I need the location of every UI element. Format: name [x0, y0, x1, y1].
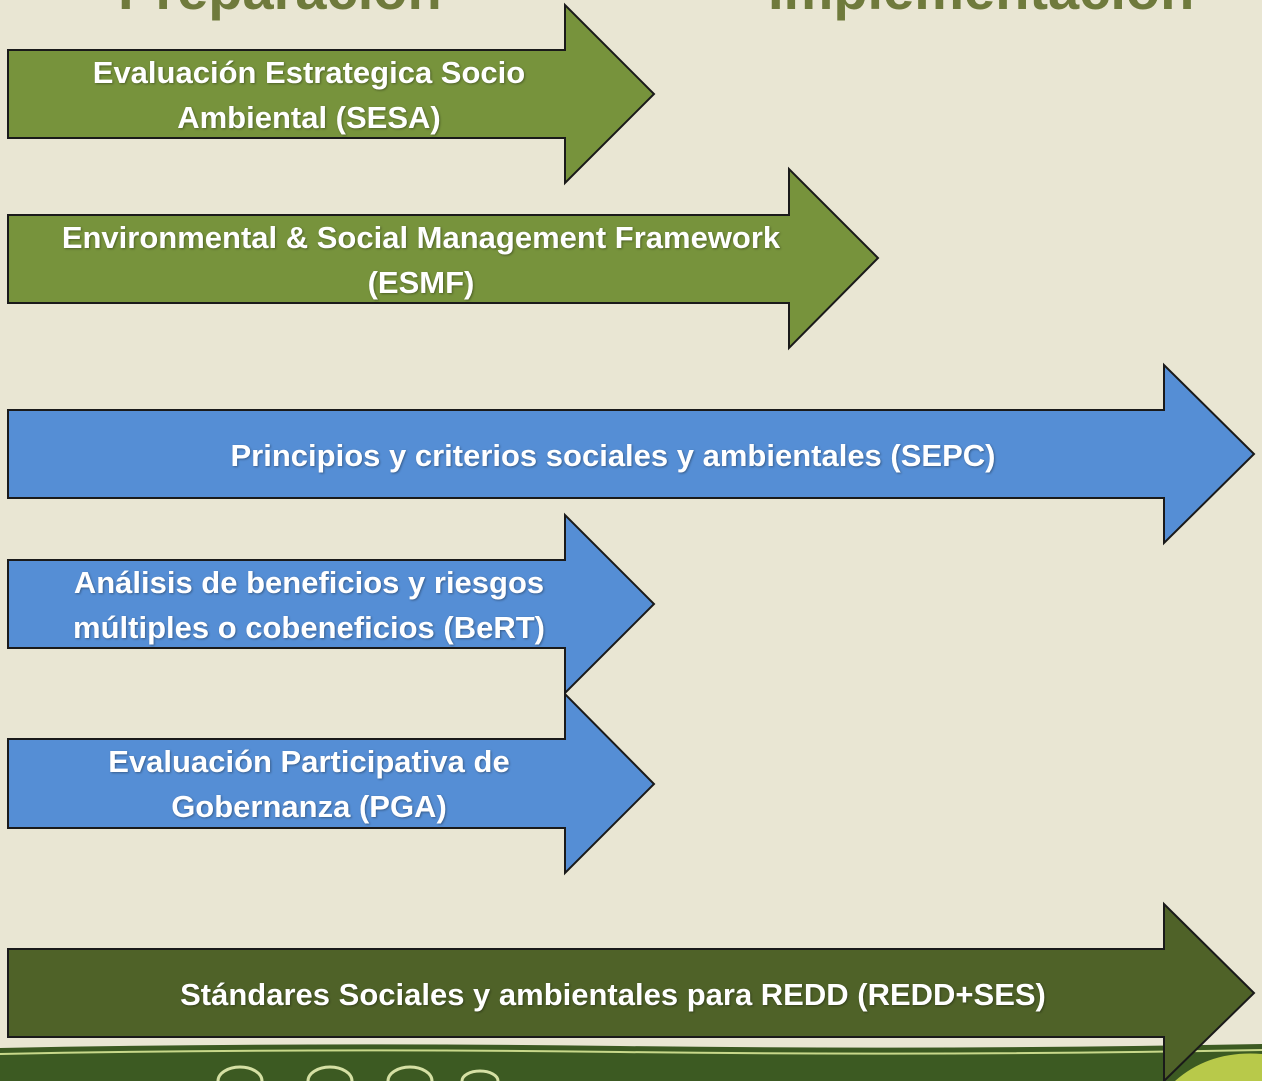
- footer-decorative-band: [0, 1044, 1262, 1081]
- arrow-bert-label: Análisis de beneficios y riesgos múltipl…: [8, 560, 610, 650]
- arrow-esmf-label: Environmental & Social Management Framew…: [8, 215, 834, 305]
- arrow-bert-line-2: múltiples o cobeneficios (BeRT): [73, 610, 545, 645]
- arrow-redd-ses-label: Stándares Sociales y ambientales para RE…: [8, 949, 1218, 1039]
- arrow-redd-ses-line-1: Stándares Sociales y ambientales para RE…: [180, 976, 1046, 1012]
- arrow-sepc-label: Principios y criterios sociales y ambien…: [8, 410, 1218, 500]
- arrow-sesa-label: Evaluación Estrategica Socio Ambiental (…: [8, 50, 610, 140]
- arrow-sesa-line-1: Evaluación Estrategica Socio: [92, 55, 526, 90]
- arrow-sepc-line-1: Principios y criterios sociales y ambien…: [230, 437, 996, 473]
- arrow-bert-line-1: Análisis de beneficios y riesgos: [73, 565, 545, 600]
- arrow-esmf-line-1: Environmental & Social Management Framew…: [61, 220, 781, 255]
- arrow-sesa-line-2: Ambiental (SESA): [177, 100, 441, 135]
- arrow-esmf-line-2: (ESMF): [367, 265, 475, 300]
- implementation-heading: Implementación: [768, 0, 1194, 18]
- preparation-heading: Preparación: [118, 0, 442, 18]
- arrow-pga-label: Evaluación Participativa de Gobernanza (…: [8, 739, 610, 829]
- arrow-pga-line-2: Gobernanza (PGA): [171, 789, 447, 824]
- arrow-pga-line-1: Evaluación Participativa de: [108, 744, 510, 779]
